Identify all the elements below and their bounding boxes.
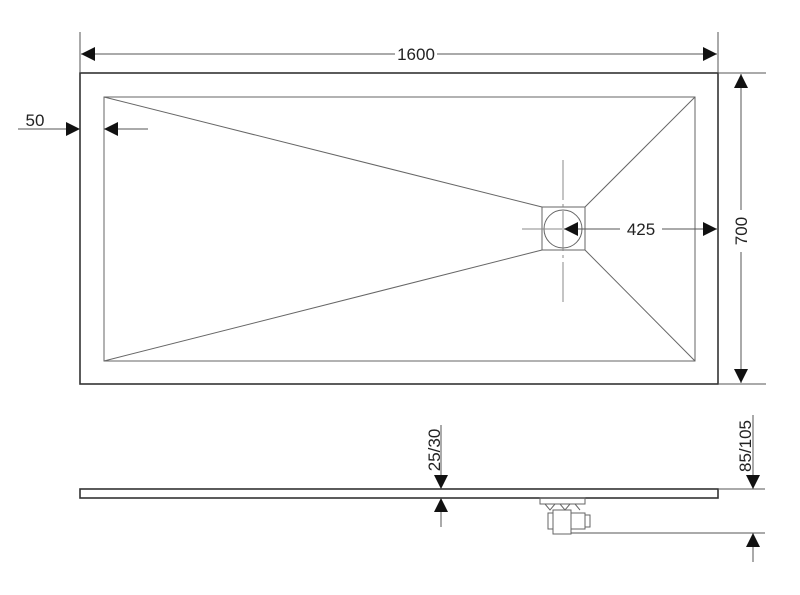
drain-offset-label: 425 (627, 220, 655, 239)
dimension-length: 1600 (79, 32, 719, 73)
dimension-total-height: 85/105 (736, 415, 760, 562)
edge-label: 50 (26, 111, 45, 130)
length-label: 1600 (397, 45, 435, 64)
tray-outer-edge (79, 72, 719, 385)
drain-trap (539, 497, 591, 535)
tray-profile (79, 488, 719, 499)
top-view (79, 72, 719, 385)
width-label: 700 (732, 217, 751, 245)
dimension-edge: 50 (18, 111, 148, 136)
total-height-label: 85/105 (736, 420, 755, 472)
dimension-tray-height: 25/30 (425, 425, 448, 527)
dimension-width: 700 (718, 72, 766, 385)
tray-height-label: 25/30 (425, 429, 444, 472)
side-view (79, 488, 765, 535)
slope-lines (103, 96, 696, 362)
dimension-drain-offset: 425 (564, 220, 717, 239)
